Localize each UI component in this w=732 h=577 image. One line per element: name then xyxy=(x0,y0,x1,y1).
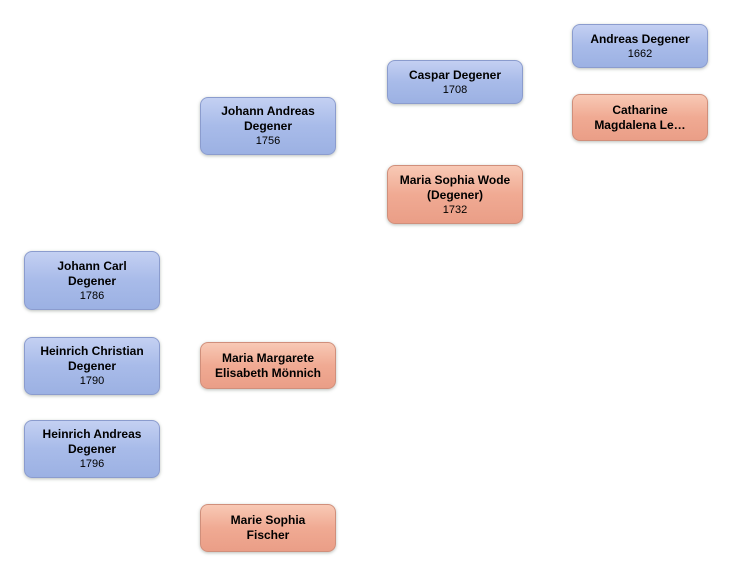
person-name-line: Caspar Degener xyxy=(408,67,502,82)
person-birth-year: 1662 xyxy=(627,47,653,60)
person-name-line: Catharine xyxy=(612,102,668,117)
person-birth-year: 1756 xyxy=(255,135,281,147)
person-birth-year: 1708 xyxy=(442,83,468,96)
person-name-line: Degener xyxy=(243,119,293,133)
person-name-line: Degener xyxy=(67,273,117,288)
person-name-line: Maria Sophia Wode xyxy=(399,172,511,187)
person-node-maria-margarete-moennich[interactable]: Maria Margarete Elisabeth Mönnich xyxy=(200,342,336,389)
person-birth-year: 1790 xyxy=(79,375,105,387)
person-node-heinrich-andreas-degener[interactable]: Heinrich Andreas Degener 1796 xyxy=(24,420,160,478)
person-name-line: Heinrich Andreas xyxy=(42,427,142,441)
person-node-catharine-magdalena[interactable]: Catharine Magdalena Le… xyxy=(572,94,708,141)
person-node-caspar-degener[interactable]: Caspar Degener 1708 xyxy=(387,60,523,104)
person-name-line: Elisabeth Mönnich xyxy=(214,365,321,380)
person-name-line: Fischer xyxy=(246,528,290,542)
person-name-line: Johann Carl xyxy=(57,258,127,273)
person-node-maria-sophia-wode[interactable]: Maria Sophia Wode (Degener) 1732 xyxy=(387,165,523,224)
person-name-line: Andreas Degener xyxy=(590,31,690,46)
person-node-heinrich-christian-degener[interactable]: Heinrich Christian Degener 1790 xyxy=(24,337,160,395)
person-birth-year: 1796 xyxy=(79,458,105,470)
person-birth-year: 1732 xyxy=(442,203,468,216)
person-node-johann-andreas-degener[interactable]: Johann Andreas Degener 1756 xyxy=(200,97,336,155)
person-node-marie-sophia-fischer[interactable]: Marie Sophia Fischer xyxy=(200,504,336,552)
person-name-line: Degener xyxy=(67,442,117,456)
person-name-line: Johann Andreas xyxy=(221,104,315,118)
person-name-line: Maria Margarete xyxy=(221,350,315,365)
person-birth-year: 1786 xyxy=(79,289,105,302)
person-name-line: (Degener) xyxy=(426,187,483,202)
person-name-line: Marie Sophia xyxy=(230,513,306,527)
person-name-line: Degener xyxy=(67,359,117,373)
person-node-johann-carl-degener[interactable]: Johann Carl Degener 1786 xyxy=(24,251,160,310)
person-node-andreas-degener[interactable]: Andreas Degener 1662 xyxy=(572,24,708,68)
person-name-line: Magdalena Le… xyxy=(594,117,686,132)
person-name-line: Heinrich Christian xyxy=(40,344,144,358)
